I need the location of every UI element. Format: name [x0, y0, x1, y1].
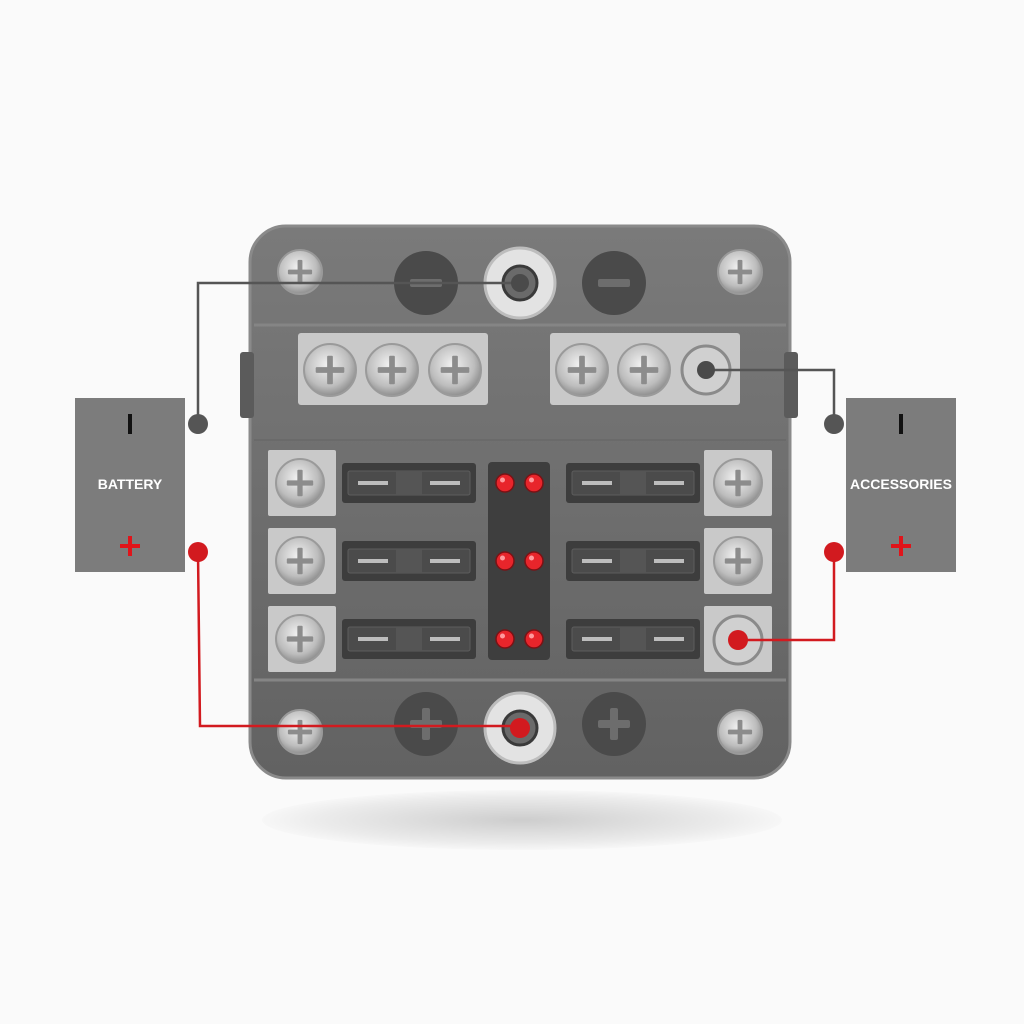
battery-positive-terminal	[188, 542, 208, 562]
plus-icon	[120, 536, 140, 556]
wires	[188, 274, 844, 738]
phillips-screw-icon	[277, 709, 323, 755]
phillips-screw-icon	[555, 343, 609, 397]
battery-negative-terminal	[188, 414, 208, 434]
wire-node	[511, 274, 529, 292]
phillips-screw-icon	[275, 536, 325, 586]
side-clip-left	[240, 352, 254, 418]
led-highlight	[529, 555, 534, 561]
fuse-4	[566, 541, 700, 581]
positive-wire-battery	[196, 551, 520, 728]
plus-icon	[891, 536, 911, 556]
indicator-led	[495, 551, 515, 571]
phillips-screw-icon	[303, 343, 357, 397]
minus-icon	[128, 414, 132, 434]
fuse-5	[342, 619, 476, 659]
phillips-screw-icon	[617, 343, 671, 397]
wire-node	[510, 718, 530, 738]
negative-wire-accessories	[706, 368, 836, 424]
fuse-2	[566, 463, 700, 503]
led-highlight	[500, 633, 505, 639]
phillips-screw-icon	[713, 536, 763, 586]
phillips-screw-icon	[275, 614, 325, 664]
led-highlight	[500, 555, 505, 561]
led-highlight	[500, 477, 505, 483]
positive-wire-accessories	[738, 552, 836, 642]
phillips-screw-icon	[717, 709, 763, 755]
accessories-label: ACCESSORIES	[850, 476, 952, 492]
negative-wire-battery	[196, 281, 520, 424]
phillips-screw-icon	[713, 458, 763, 508]
battery-label: BATTERY	[97, 476, 163, 492]
phillips-screw-icon	[428, 343, 482, 397]
accessories-positive-terminal	[824, 542, 844, 562]
phillips-screw-icon	[717, 249, 763, 295]
indicator-led	[524, 473, 544, 493]
indicator-led	[495, 629, 515, 649]
indicator-panel	[488, 462, 550, 660]
indicator-led	[524, 551, 544, 571]
fuse-3	[342, 541, 476, 581]
phillips-screw-icon	[277, 249, 323, 295]
accessories-box: ACCESSORIES	[846, 398, 956, 572]
drop-shadow	[262, 790, 782, 850]
wire-node	[697, 361, 715, 379]
wire-node	[728, 630, 748, 650]
side-clip-right	[784, 352, 798, 418]
fuse-1	[342, 463, 476, 503]
led-highlight	[529, 633, 534, 639]
accessories-negative-terminal	[824, 414, 844, 434]
indicator-led	[495, 473, 515, 493]
indicator-led	[524, 629, 544, 649]
battery-box: BATTERY	[75, 398, 185, 572]
minus-icon	[899, 414, 903, 434]
fuse-6	[566, 619, 700, 659]
positive-bus-row	[394, 691, 646, 765]
led-highlight	[529, 477, 534, 483]
minus-icon	[598, 279, 630, 287]
phillips-screw-icon	[365, 343, 419, 397]
phillips-screw-icon	[275, 458, 325, 508]
